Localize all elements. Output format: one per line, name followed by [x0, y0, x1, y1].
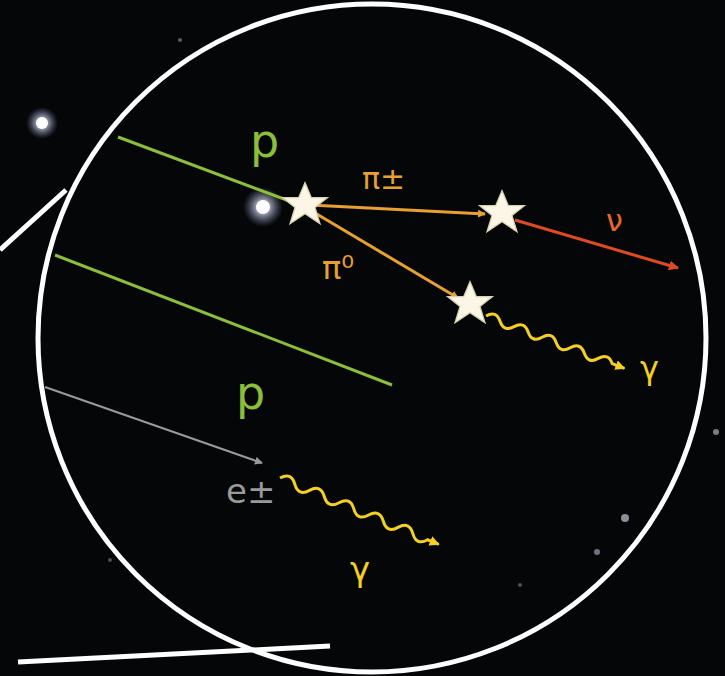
electron-track [45, 387, 262, 463]
particle-label: γ [350, 552, 370, 586]
gamma-ray [278, 473, 441, 549]
background-stars [26, 38, 719, 587]
particle-label: γ [640, 352, 659, 384]
gamma-ray [484, 312, 626, 373]
particle-label: ν [606, 206, 623, 236]
particle-label: p [236, 370, 265, 416]
particle-label: p [250, 118, 279, 164]
charged-pion-track [310, 205, 485, 214]
neutral-pion-track [310, 210, 458, 298]
interaction-star [283, 183, 525, 323]
neutrino-track [515, 220, 678, 268]
particle-label: π⁰ [322, 252, 354, 284]
zoom-callout [0, 4, 706, 672]
particle-label: π± [362, 164, 405, 194]
particle-label: e± [226, 474, 275, 508]
